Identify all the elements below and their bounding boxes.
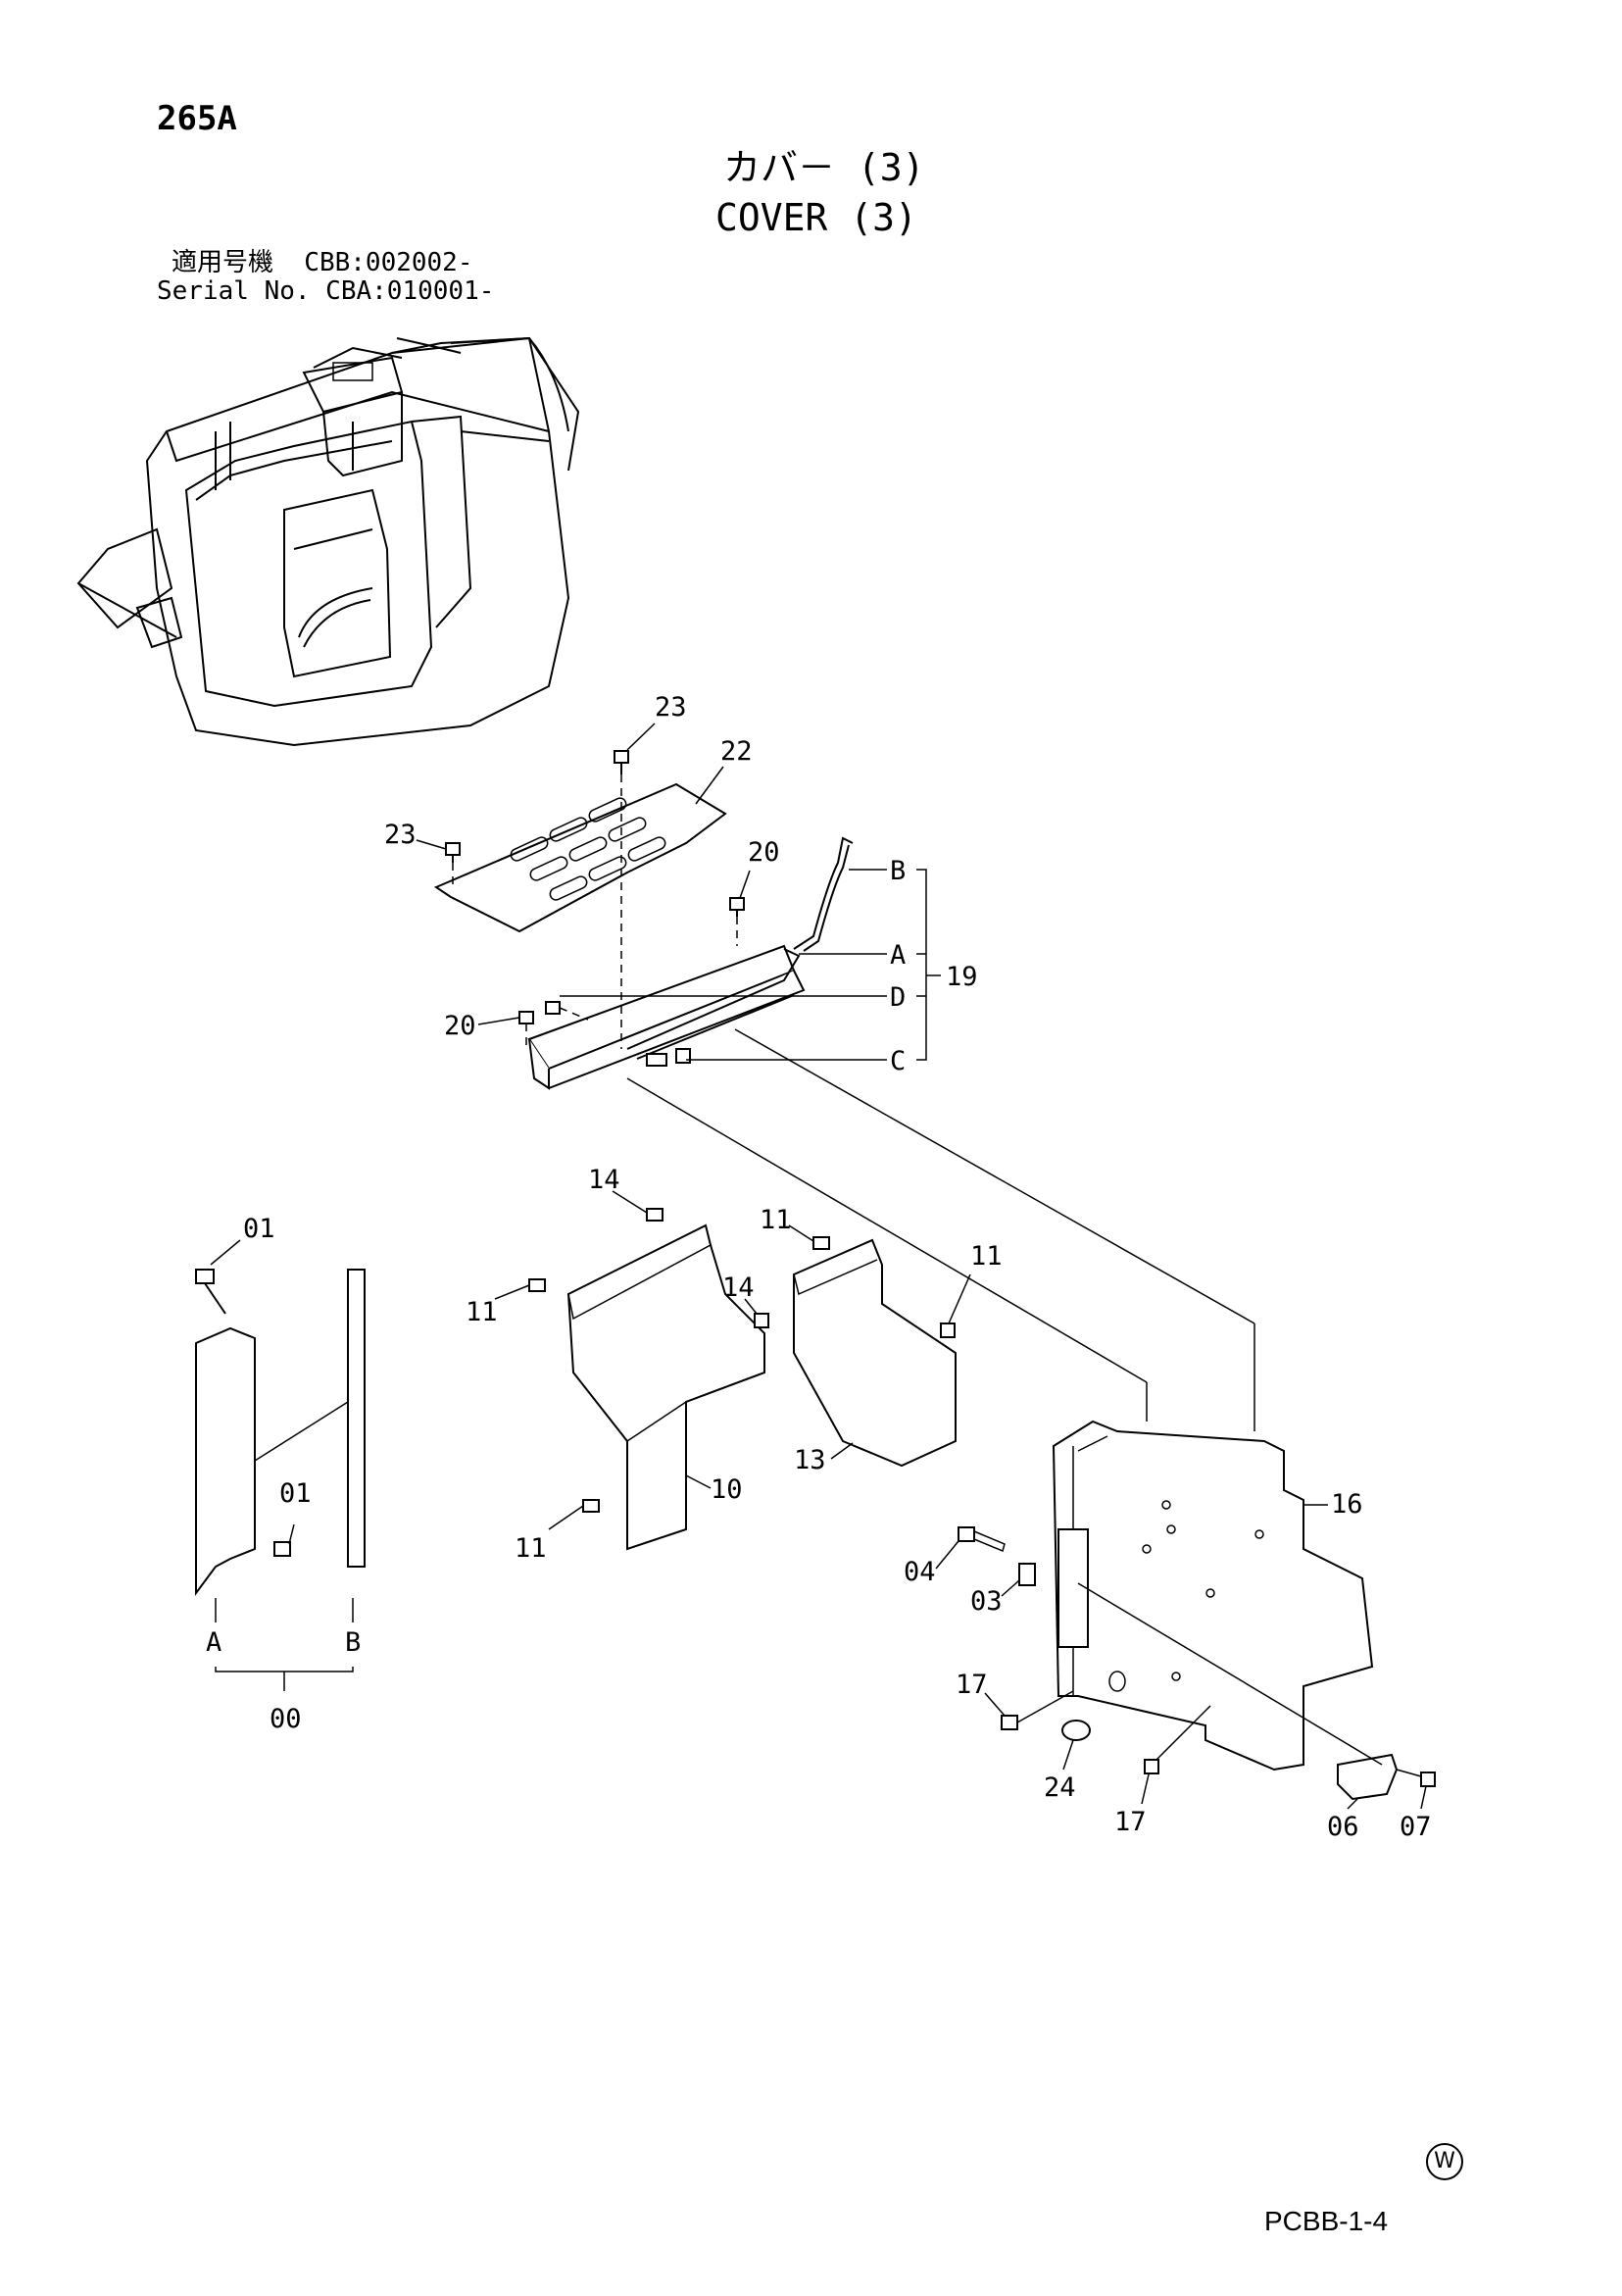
title-english: COVER (3) bbox=[715, 196, 917, 239]
callout-c: C bbox=[890, 1046, 906, 1076]
callout-23: 23 bbox=[384, 820, 417, 850]
callout-16: 16 bbox=[1331, 1489, 1363, 1520]
page-code: PCBB-1-4 bbox=[1264, 2206, 1389, 2236]
part-bolt-07 bbox=[1396, 1769, 1436, 1787]
title-japanese: カバ－ (3) bbox=[723, 146, 925, 189]
callout-a: A bbox=[206, 1627, 221, 1658]
bolt-23-top bbox=[614, 750, 629, 814]
callout-17: 17 bbox=[1114, 1807, 1147, 1837]
callout-00: 00 bbox=[270, 1704, 302, 1734]
part-cover-22 bbox=[433, 782, 727, 933]
connector-line bbox=[626, 1077, 1148, 1383]
callout-11: 11 bbox=[760, 1205, 792, 1235]
part-panel-16 bbox=[1052, 1420, 1374, 1772]
part-bracket-assembly-19 bbox=[527, 814, 854, 1090]
bolt-11-b bbox=[494, 1278, 546, 1300]
part-bolt-17-a bbox=[1001, 1690, 1074, 1730]
connector-line bbox=[734, 1028, 1255, 1324]
callout-01: 01 bbox=[243, 1214, 275, 1244]
callout-20: 20 bbox=[748, 837, 780, 868]
callout-a: A bbox=[890, 940, 906, 971]
callout-13: 13 bbox=[794, 1445, 826, 1475]
bolt-14-a bbox=[612, 1190, 664, 1222]
callout-22: 22 bbox=[720, 736, 753, 767]
bolt-14-b bbox=[744, 1298, 769, 1328]
bolt-11-c bbox=[940, 1273, 971, 1338]
callout-04: 04 bbox=[904, 1557, 936, 1587]
leader-lines-19 bbox=[560, 869, 941, 1061]
part-bracket-13 bbox=[793, 1238, 957, 1468]
part-bolt-04 bbox=[958, 1526, 1006, 1553]
cab-overview-illustration bbox=[76, 336, 580, 747]
bolt-01-top bbox=[195, 1239, 241, 1315]
part-bracket-10 bbox=[566, 1223, 765, 1551]
callout-17: 17 bbox=[956, 1670, 988, 1700]
bolt-20-right bbox=[729, 897, 745, 946]
callout-11: 11 bbox=[515, 1533, 547, 1564]
callout-b: B bbox=[890, 856, 906, 886]
callout-14: 14 bbox=[722, 1273, 755, 1303]
bolt-23-left bbox=[445, 842, 461, 887]
callout-d: D bbox=[890, 982, 906, 1013]
part-seal-00 bbox=[195, 1269, 366, 1691]
callout-20: 20 bbox=[444, 1011, 476, 1041]
callout-07: 07 bbox=[1400, 1812, 1432, 1842]
part-grommet-24 bbox=[1061, 1671, 1126, 1741]
callout-11: 11 bbox=[970, 1241, 1003, 1272]
callout-01: 01 bbox=[279, 1478, 312, 1509]
callout-10: 10 bbox=[711, 1474, 743, 1505]
callout-14: 14 bbox=[588, 1165, 620, 1195]
page-number: 265A bbox=[157, 99, 237, 138]
part-bolt-17-b bbox=[1144, 1705, 1211, 1774]
bolt-20-left bbox=[518, 1001, 589, 1049]
serial-english: Serial No. CBA:010001- bbox=[157, 276, 495, 306]
part-nut-03 bbox=[1018, 1563, 1036, 1586]
callout-24: 24 bbox=[1044, 1772, 1076, 1803]
serial-japanese: 適用号機 CBB:002002- bbox=[172, 248, 473, 277]
bolt-11-d bbox=[548, 1499, 600, 1530]
callout-06: 06 bbox=[1327, 1812, 1359, 1842]
vent-slots bbox=[510, 797, 666, 901]
bolt-11-a bbox=[788, 1224, 830, 1250]
callout-23: 23 bbox=[655, 692, 687, 723]
callout-19: 19 bbox=[946, 962, 978, 992]
part-clip-06 bbox=[1077, 1582, 1399, 1801]
bolt-01-bottom bbox=[273, 1523, 295, 1557]
callout-b: B bbox=[345, 1627, 361, 1658]
callout-03: 03 bbox=[970, 1586, 1003, 1617]
callout-11: 11 bbox=[466, 1297, 498, 1327]
w-mark: W bbox=[1426, 2143, 1463, 2180]
callout-labels: 23 22 23 20 B A 19 D 20 C 14 11 01 14 11… bbox=[206, 692, 1432, 1842]
